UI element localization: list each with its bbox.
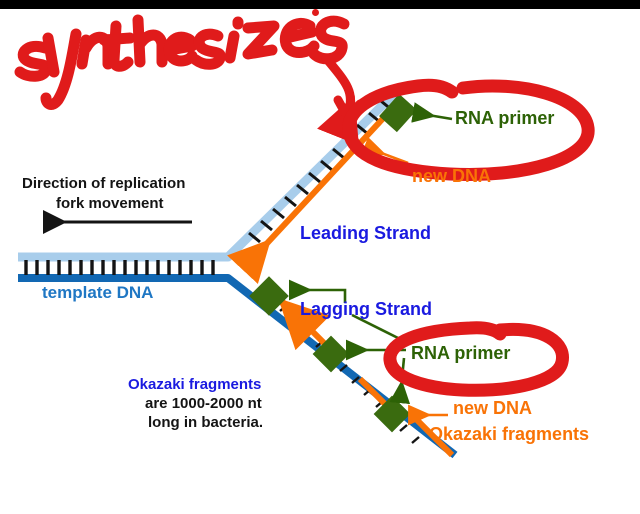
red-annotation-layer [14, 14, 595, 397]
rna-primer-lagging-3 [373, 395, 411, 433]
rna-primer-label-top: RNA primer [455, 108, 555, 128]
rna-primer-label-bottom: RNA primer [411, 343, 511, 363]
direction-label-line2: fork movement [56, 195, 164, 212]
base-pair-rungs [24, 260, 215, 275]
template-dna-label: template DNA [42, 283, 154, 302]
okazaki-note-line2: are 1000-2000 nt [145, 395, 262, 412]
okazaki-fragments-label: Okazaki fragments [429, 424, 590, 444]
leading-strand-new-dna [227, 109, 392, 284]
pointer-rna-primer-leading [411, 102, 453, 123]
direction-label-line1: Direction of replication [22, 175, 186, 192]
pointer-rna-primer-lagging-a [351, 313, 403, 342]
top-black-bar [0, 0, 640, 9]
handwriting-arrow [317, 53, 359, 146]
red-ink-dot [312, 9, 319, 16]
new-dna-label-bottom: new DNA [453, 398, 533, 418]
okazaki-note-line3: long in bacteria. [148, 414, 264, 431]
pointer-lagging-strand-label [288, 279, 347, 303]
pointer-new-dna-leading [360, 136, 409, 165]
red-circle-top [342, 78, 595, 182]
red-circle-bottom [383, 321, 569, 397]
handwriting-synthesizes [14, 14, 350, 110]
lagging-strand-label: Lagging Strand [300, 299, 432, 319]
leading-strand-label: Leading Strand [300, 223, 432, 243]
okazaki-note-line1: Okazaki fragments [128, 376, 262, 393]
rna-primer-lagging-2 [312, 335, 350, 373]
rna-primer-leading [379, 93, 417, 133]
new-dna-label-top: new DNA [412, 166, 492, 186]
